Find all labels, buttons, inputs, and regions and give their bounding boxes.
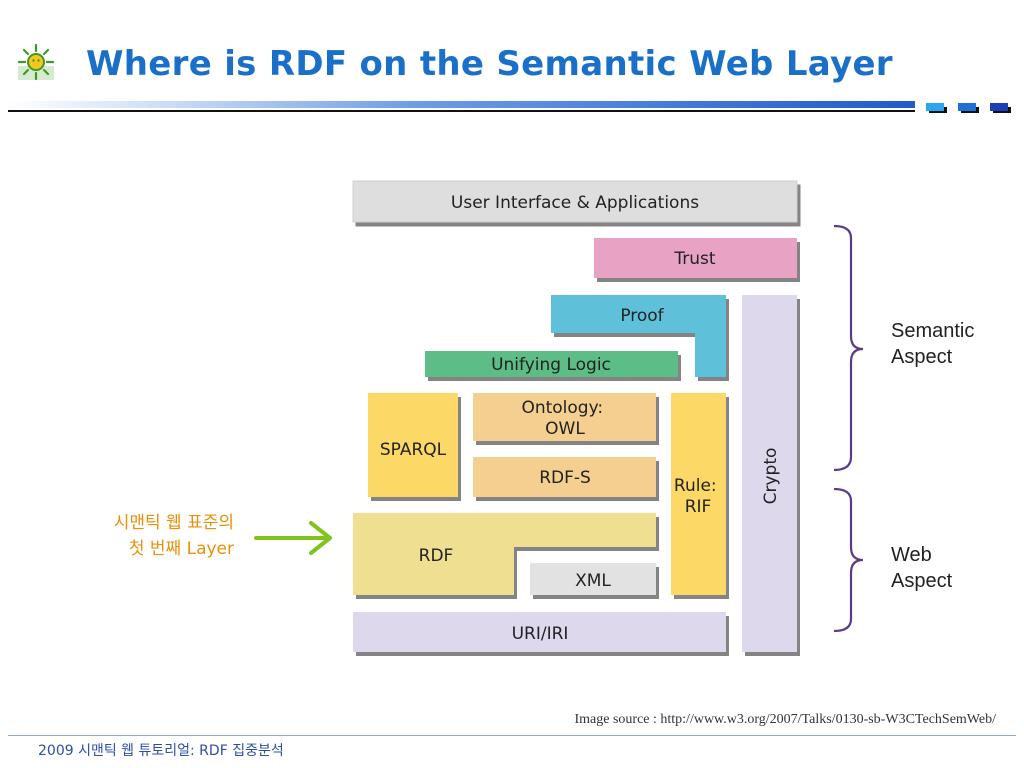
layer-ui [352,180,798,223]
rif-line-1: Rule: [674,476,717,496]
layer-crypto [742,295,797,652]
owl-line-1: Ontology: [521,398,603,418]
semantic-aspect-label: Semantic Aspect [891,320,975,368]
layer-trust-label: Trust [673,249,716,269]
arrow-to-rdf-icon [254,521,332,555]
web-aspect-label: Web Aspect [891,544,953,592]
layer-ui-label: User Interface & Applications [451,193,699,213]
layer-rdf-label: RDF [419,546,454,566]
layer-rif [671,393,726,595]
image-source-caption: Image source : http://www.w3.org/2007/Ta… [574,712,996,727]
layer-proof-label: Proof [620,306,664,326]
web-aspect-brace [833,487,864,633]
layer-xml-label: XML [575,571,611,591]
sun-bug-icon [17,43,55,81]
layer-trust [594,238,797,278]
footer-text: 2009 시맨틱 웹 튜토리얼: RDF 집중분석 [38,743,284,759]
layer-sparql-label: SPARQL [380,440,447,460]
rule-dash-1 [926,103,944,111]
layer-owl [473,393,656,441]
first-layer-annotation: 시맨틱 웹 표준의 첫 번째 Layer [113,513,234,559]
title-rule-line [8,110,915,112]
layer-rdfs [473,457,656,497]
layer-uri-label: URI/IRI [512,624,569,644]
layer-rdfs-label: RDF-S [539,468,591,488]
title-rule [8,101,915,108]
layer-xml [530,563,656,595]
owl-line-2: OWL [545,419,585,439]
layer-logic-label: Unifying Logic [491,355,611,375]
layer-sparql [368,393,458,497]
layer-proof [551,295,726,377]
layer-crypto-label: Crypto [761,448,781,505]
footer-rule [8,735,1016,736]
slide-title: Where is RDF on the Semantic Web Layer [86,44,893,84]
rif-line-2: RIF [685,497,712,517]
layer-rdf [353,513,656,595]
layer-rif-label: Rule: RIF [674,476,722,517]
layer-owl-label: Ontology: OWL [521,398,608,439]
rule-dash-3 [990,103,1008,111]
layer-uri [353,612,726,652]
semantic-aspect-brace [833,224,864,472]
layer-logic [425,351,678,377]
rule-dash-2 [958,103,976,111]
